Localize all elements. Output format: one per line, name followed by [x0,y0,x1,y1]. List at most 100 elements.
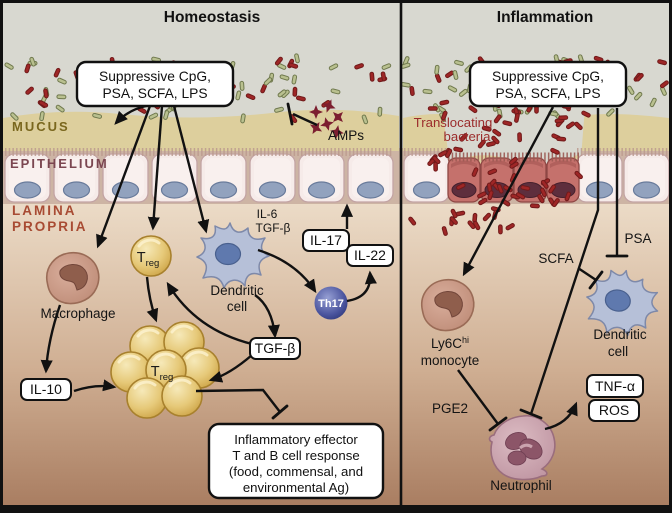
bacterium-rod [55,104,65,113]
bacterium-rod [295,95,306,102]
ly6c-label: Ly6Chi [431,335,469,351]
bacterium-rod [328,63,339,71]
bacterium-rod [29,56,36,67]
epithelial-cell [102,153,149,203]
bacterium-rod [574,170,583,180]
layer-label-lamina-1: LAMINA [12,203,77,218]
treg-cell [125,376,169,420]
bacterium-rod [486,141,496,147]
bacterium-rod [659,80,669,89]
inhibit-bar-scfa [588,270,604,290]
bacterium-rod [450,208,458,219]
bacterium-rod [565,121,576,130]
bacterium-rod [438,150,448,158]
bacterium-rod [439,99,450,106]
bacterium-rod [377,106,383,117]
dendritic-right-label-2: cell [608,344,628,359]
bacterium-rod [509,156,518,165]
il22-label: IL-22 [354,247,386,263]
bacterium-rod [477,191,487,199]
bacterium-rod [574,121,583,131]
inhibit-scfa-line [577,267,597,281]
bacterium-rod [274,56,283,66]
treg-single-label: Treg [137,250,160,269]
bacterium-rod [38,100,49,108]
inhibit-bar-pge2 [488,416,508,432]
translocating-label-2: bacteria [444,129,492,144]
inflammatory-response-box [207,422,385,500]
bacterium-rod [330,88,341,95]
neutrophil-label: Neutrophil [490,478,552,493]
ros-box [588,399,640,422]
epithelium-left [4,148,394,203]
scfa-label: SCFA [538,251,573,266]
bacterium-rod [434,64,440,75]
bacterium-rod [550,147,560,155]
bacterium-rod [548,184,556,194]
bacterium-rod [505,223,515,231]
arrow-treg-to-cluster [145,276,159,323]
bacterium-rod [514,112,520,123]
bacterium-rod [291,74,298,85]
bacterium-rod [43,88,49,99]
il10-box [20,378,72,401]
epithelial-cell [249,153,296,203]
bacterium-rod [537,193,545,204]
bacterium-rod [540,187,547,198]
dendritic-right-label-1: Dendritic [593,327,647,342]
bacterium-rod [449,216,458,225]
suppressive-box-right [468,60,628,108]
arrow-il10-to-cluster [73,379,117,393]
suppressive-box-left [75,60,235,108]
il17-box [302,229,350,252]
bacterium-rod [477,139,486,149]
bacterium-rod [498,224,503,235]
dendritic-left-label-2: cell [227,299,247,314]
bacterium-rod [56,94,67,100]
bacterium-rod [471,167,479,177]
right-panel-arrows [457,106,629,432]
bacterium-rod [53,67,61,78]
epithelial-cell [347,153,394,203]
bacterium-rod [459,133,468,142]
arrow-box-to-macrophage [96,105,152,249]
inhibit-bar-neutrophil [519,408,543,420]
bacterium-rod [515,192,526,200]
il10-label: IL-10 [30,381,62,397]
inhibit-cluster-to-response [195,388,281,413]
bacterium-rod [657,59,668,66]
inhibit-box-to-neutrophil [529,108,600,415]
bacterium-rod [502,120,513,127]
bacterium-rod [380,71,387,82]
response-line2: T and B cell response [232,448,359,463]
bacterium-rod [453,146,464,153]
tgfb-secreted-label: TGF-β [256,221,291,235]
damaged-epithelial-cell [447,157,481,203]
bacterium-rod [581,110,591,118]
bacterium-rod [606,108,615,117]
damaged-epithelial-cell [546,157,580,203]
pge2-label: PGE2 [432,401,468,416]
inhibit-amps-to-bacteria [292,112,318,127]
th17-cell [314,286,348,320]
tgfb-box [249,337,301,360]
response-line3: (food, commensal, and [229,464,363,479]
bacterium-rod [467,220,476,230]
arrow-box-to-dendritic [172,105,210,234]
bacterium-rod [277,89,287,98]
bacterium-rod [39,111,45,122]
arrow-tgfb-to-treg [166,281,253,346]
il6-label: IL-6 [257,207,278,221]
bacterium-rod [409,86,415,96]
epithelial-cell [200,153,247,203]
bacterium-rod [444,148,453,158]
bacterium-rod [25,86,34,95]
arrow-dendritic-to-th17 [257,248,317,294]
layer-label-mucus: MUCUS [12,119,70,134]
epithelial-cell [403,153,450,203]
bacterium-rod [473,220,481,231]
label-boxes [20,60,644,500]
epithelial-cell [576,153,623,203]
monocyte-label: monocyte [421,353,480,368]
arrow-box-to-treg [147,105,164,231]
